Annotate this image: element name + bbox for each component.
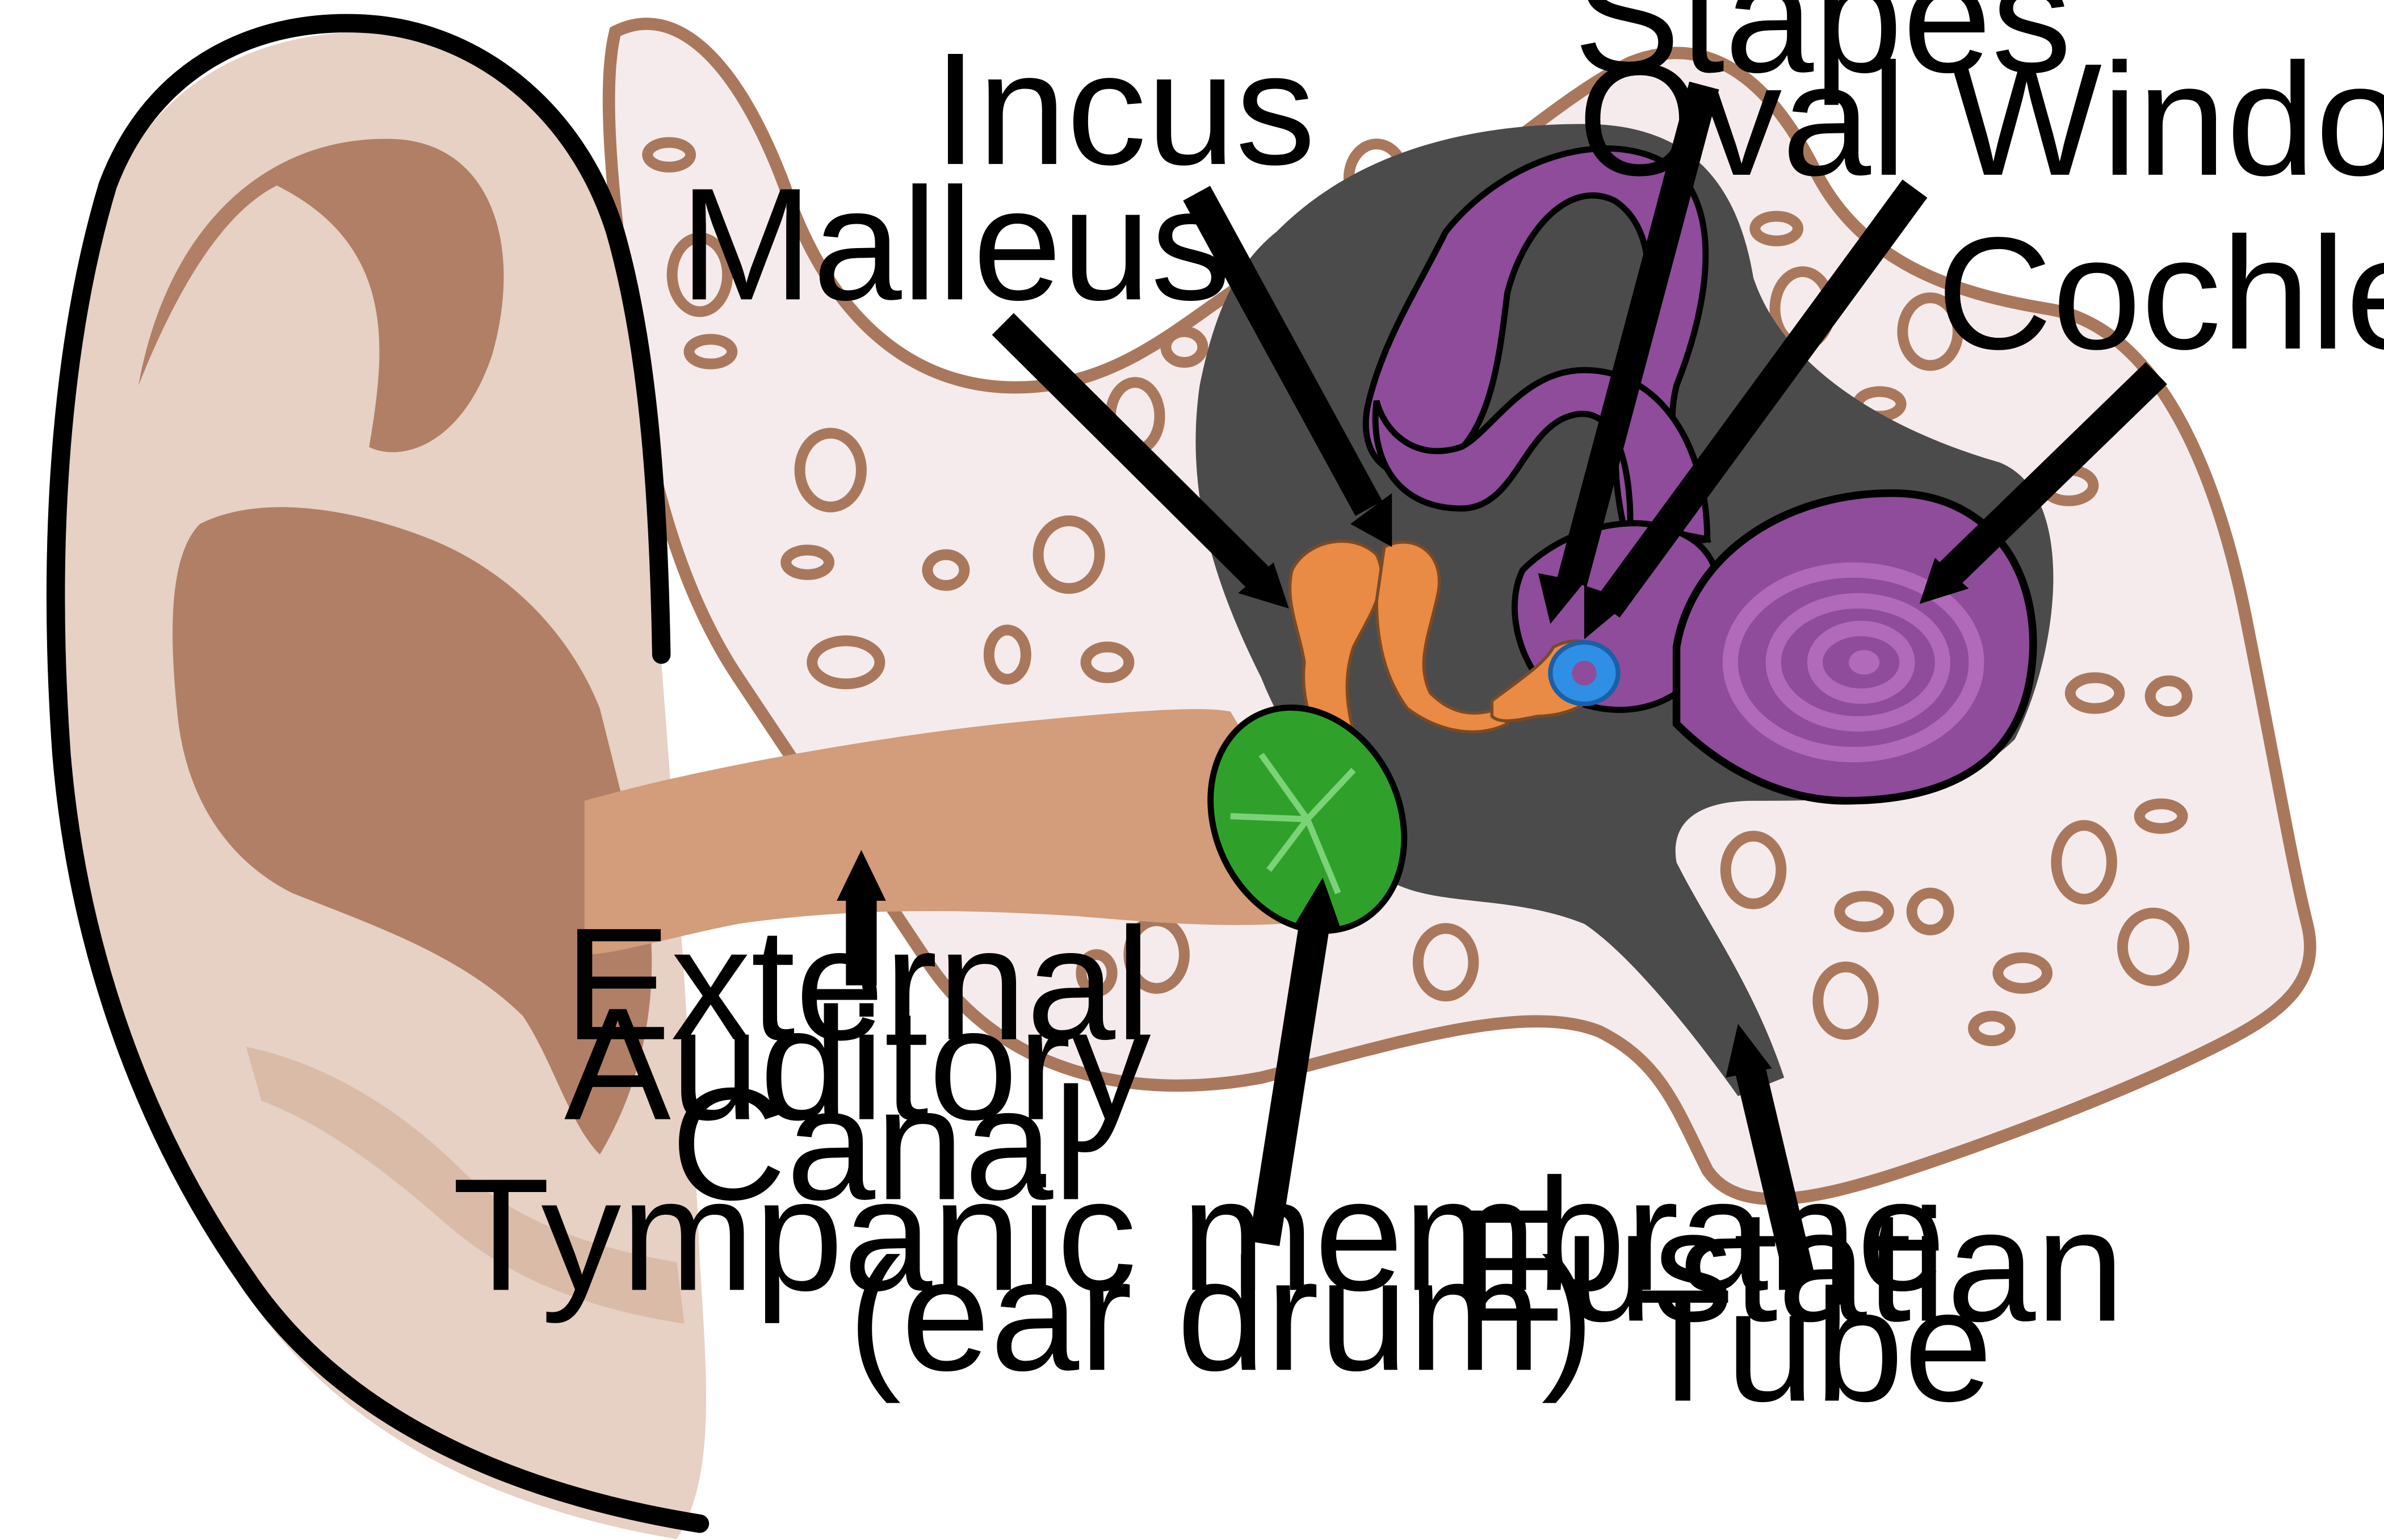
outer-ear: [46, 14, 710, 1539]
arrow-cochlea: [1934, 362, 2167, 589]
labels: Stapes Incus Oval Window Malleus Cochlea…: [452, 0, 2384, 1434]
arrow-malleus: [992, 313, 1269, 589]
label-oval-window: Oval Window: [1577, 30, 2384, 209]
label-malleus: Malleus: [679, 154, 1231, 333]
concha: [173, 507, 652, 1155]
pointer-arrows: [837, 81, 2167, 1281]
ear-outline: [46, 14, 710, 1533]
label-stapes: Stapes: [1573, 0, 2071, 107]
lobe-fold-1: [246, 1047, 685, 1324]
arrow-incus: [1183, 186, 1383, 516]
external-auditory-canal: [584, 709, 1354, 955]
label-tympanic-membrane: Tympanic membrane (ear drum): [452, 1145, 1990, 1405]
arrow-stapes: [1557, 81, 1719, 586]
tympanic-membrane: [1207, 704, 1408, 934]
label-incus: Incus: [933, 19, 1316, 198]
label-eustatian-tube: Eustatian Tube: [1458, 1176, 2169, 1435]
label-cochlea: Cochlea: [1937, 204, 2384, 383]
incus-bone: [1375, 540, 1510, 733]
arrow-oval-window: [1594, 179, 1928, 618]
helix-fold: [138, 139, 504, 452]
label-external-canal: External Auditory Canal: [564, 895, 1195, 1233]
arrow-eustatian: [1735, 1066, 1815, 1281]
arrow-tympanic: [1249, 918, 1330, 1247]
